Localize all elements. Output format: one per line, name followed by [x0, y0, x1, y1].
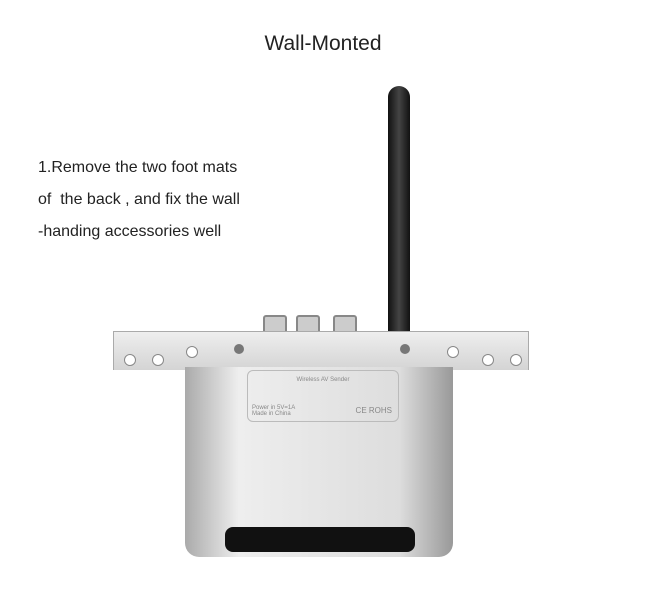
mount-hole	[186, 346, 198, 358]
slot	[225, 527, 415, 552]
instruction-text: 1.Remove the two foot mats of the back ,…	[38, 159, 240, 240]
screw	[234, 344, 244, 354]
label-power: Power in 5V=1A	[252, 405, 296, 411]
label-name: Wireless AV Sender	[296, 377, 350, 383]
antenna	[388, 86, 410, 336]
page-title: Wall-Monted	[264, 32, 382, 55]
mount-hole	[482, 354, 494, 366]
label-origin: Made in China	[252, 411, 291, 417]
label-cert: CE ROHS	[355, 406, 392, 415]
mount-hole	[152, 354, 164, 366]
screw	[400, 344, 410, 354]
mount-hole	[447, 346, 459, 358]
bracket-cutout	[431, 370, 529, 390]
mount-hole	[124, 354, 136, 366]
mount-hole	[510, 354, 522, 366]
